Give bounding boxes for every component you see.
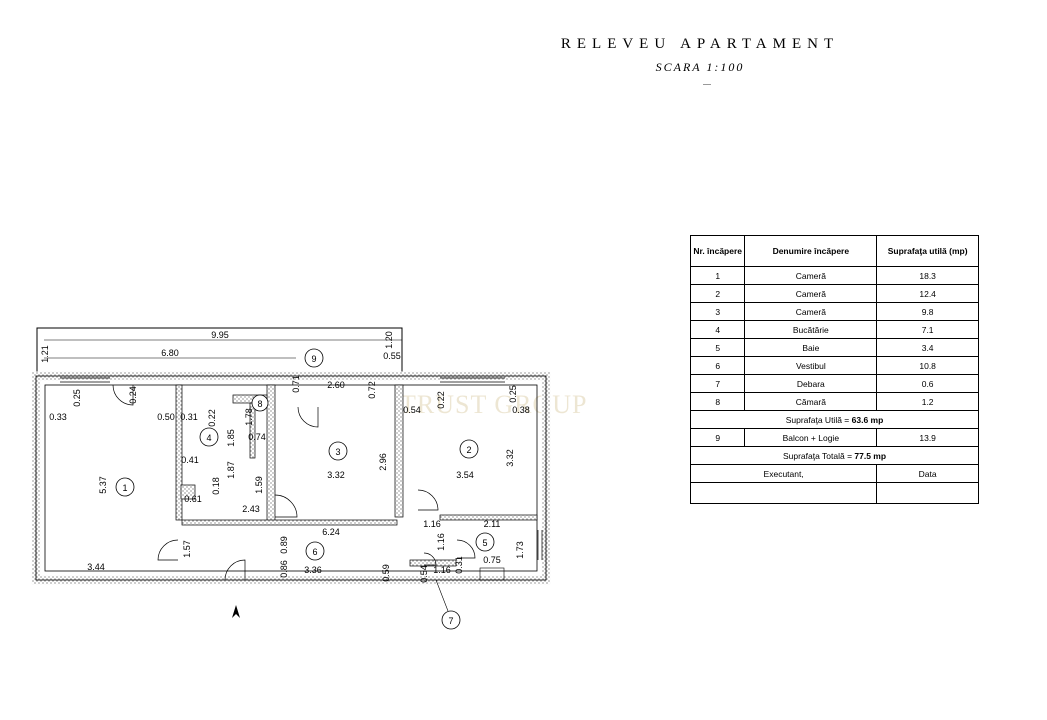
dim-r4-c: 1.85 (226, 429, 236, 447)
dim-r2-width: 3.54 (456, 470, 474, 480)
room-number-3: 3 (335, 447, 340, 457)
useful-area-row: Suprafaţa Utilă = 63.6 mp (690, 410, 979, 429)
dim-r1-b: 0.25 (72, 389, 82, 407)
rooms-table: Nr. încăpere Denumire încăpere Suprafaţa… (689, 235, 979, 504)
dim-r8-b: 0.74 (248, 432, 266, 442)
dim-r2-c: 0.25 (508, 385, 518, 403)
page-title: RELEVEU APARTAMENT (560, 36, 840, 52)
signature-blank-row (689, 482, 979, 504)
dim-r4-d: 0.41 (181, 455, 199, 465)
scale-label: SCARA 1:100 (655, 60, 745, 74)
header-name: Denumire încăpere (744, 235, 878, 267)
room-circles (115, 348, 495, 630)
dim-r5-d: 0.31 (454, 556, 464, 574)
dim-r4-a: 0.31 (180, 412, 198, 422)
dim-r4-h: 1.59 (254, 476, 264, 494)
dim-r4-e: 1.87 (226, 461, 236, 479)
title-underline (703, 84, 711, 85)
dim-r8-a: 1.78 (244, 408, 254, 426)
dim-balcony-left: 6.80 (161, 348, 179, 358)
dim-r7-b: 1.16 (433, 565, 451, 575)
signature-row: Executant, Data (689, 464, 979, 483)
dim-r6-c: 1.57 (182, 540, 192, 558)
dim-r6-e: 3.36 (304, 565, 322, 575)
dim-r1-a: 0.33 (49, 412, 67, 422)
useful-area-label: Suprafaţa Utilă = (785, 414, 852, 425)
dim-r4-f: 0.18 (211, 477, 221, 495)
dim-r6-d: 0.86 (279, 560, 289, 578)
useful-area-value: 63.6 mp (851, 414, 884, 425)
header-area: Suprafaţa utilă (mp) (876, 235, 979, 267)
dim-r1-c: 0.24 (128, 386, 138, 404)
room-number-1: 1 (122, 483, 127, 493)
date-label: Data (876, 464, 979, 483)
dim-r5-width: 2.11 (484, 519, 501, 529)
dim-balcony-right: 0.55 (383, 351, 401, 361)
entry-arrow-icon (232, 605, 240, 618)
dim-r3-width: 2.60 (327, 380, 345, 390)
total-area-row: Suprafaţa Totală = 77.5 mp (690, 446, 979, 465)
dim-balcony-depth-left: 1.21 (40, 345, 50, 363)
dim-r1-d: 0.50 (157, 412, 175, 422)
dim-r3-c: 3.32 (327, 470, 345, 480)
dim-r2-b: 0.22 (436, 391, 446, 409)
dim-r1-width: 3.44 (87, 562, 105, 572)
dim-r1-depth: 5.37 (98, 476, 108, 494)
dim-balcony-depth-right: 1.20 (384, 331, 394, 349)
interior-walls (175, 384, 538, 567)
windows (60, 377, 543, 560)
dim-r4-width: 2.43 (242, 504, 260, 514)
door-swings (112, 384, 476, 581)
room-number-8: 8 (257, 399, 262, 409)
dim-r6-width: 6.24 (322, 527, 340, 537)
room-number-2: 2 (466, 445, 471, 455)
dim-r3-b: 0.72 (367, 381, 377, 399)
watermark-text: TRUST GROUP (400, 390, 588, 419)
dim-r5-c: 1.73 (515, 541, 525, 559)
dim-r6-a: 1.16 (423, 519, 441, 529)
executant-label: Executant, (689, 464, 878, 483)
header-nr: Nr. încăpere (689, 235, 746, 267)
dim-r7-a: 0.54 (419, 565, 429, 583)
room-number-6: 6 (312, 547, 317, 557)
total-area-label: Suprafaţa Totală = (782, 450, 855, 461)
dim-r5-b: 0.75 (483, 555, 501, 565)
dim-r2-d: 0.38 (512, 405, 530, 415)
room-number-9: 9 (311, 354, 316, 364)
dim-total-width: 9.95 (211, 330, 229, 340)
dim-r3-a: 0.71 (291, 375, 301, 393)
dim-r4-b: 0.22 (207, 409, 217, 427)
shower-fixture (479, 567, 505, 581)
room-number-7: 7 (448, 616, 453, 626)
dim-r4-g: 0.61 (184, 494, 202, 504)
dim-r2-depth: 3.32 (505, 449, 515, 467)
total-area-value: 77.5 mp (854, 450, 887, 461)
dim-r6-b: 0.89 (279, 536, 289, 554)
dim-r2-a: 0.54 (403, 405, 421, 415)
dim-r3-d: 2.96 (378, 453, 388, 471)
room-number-4: 4 (206, 433, 211, 443)
dim-r5-a: 1.16 (436, 533, 446, 551)
room-number-5: 5 (482, 538, 487, 548)
dim-r6-f: 0.59 (381, 564, 391, 582)
